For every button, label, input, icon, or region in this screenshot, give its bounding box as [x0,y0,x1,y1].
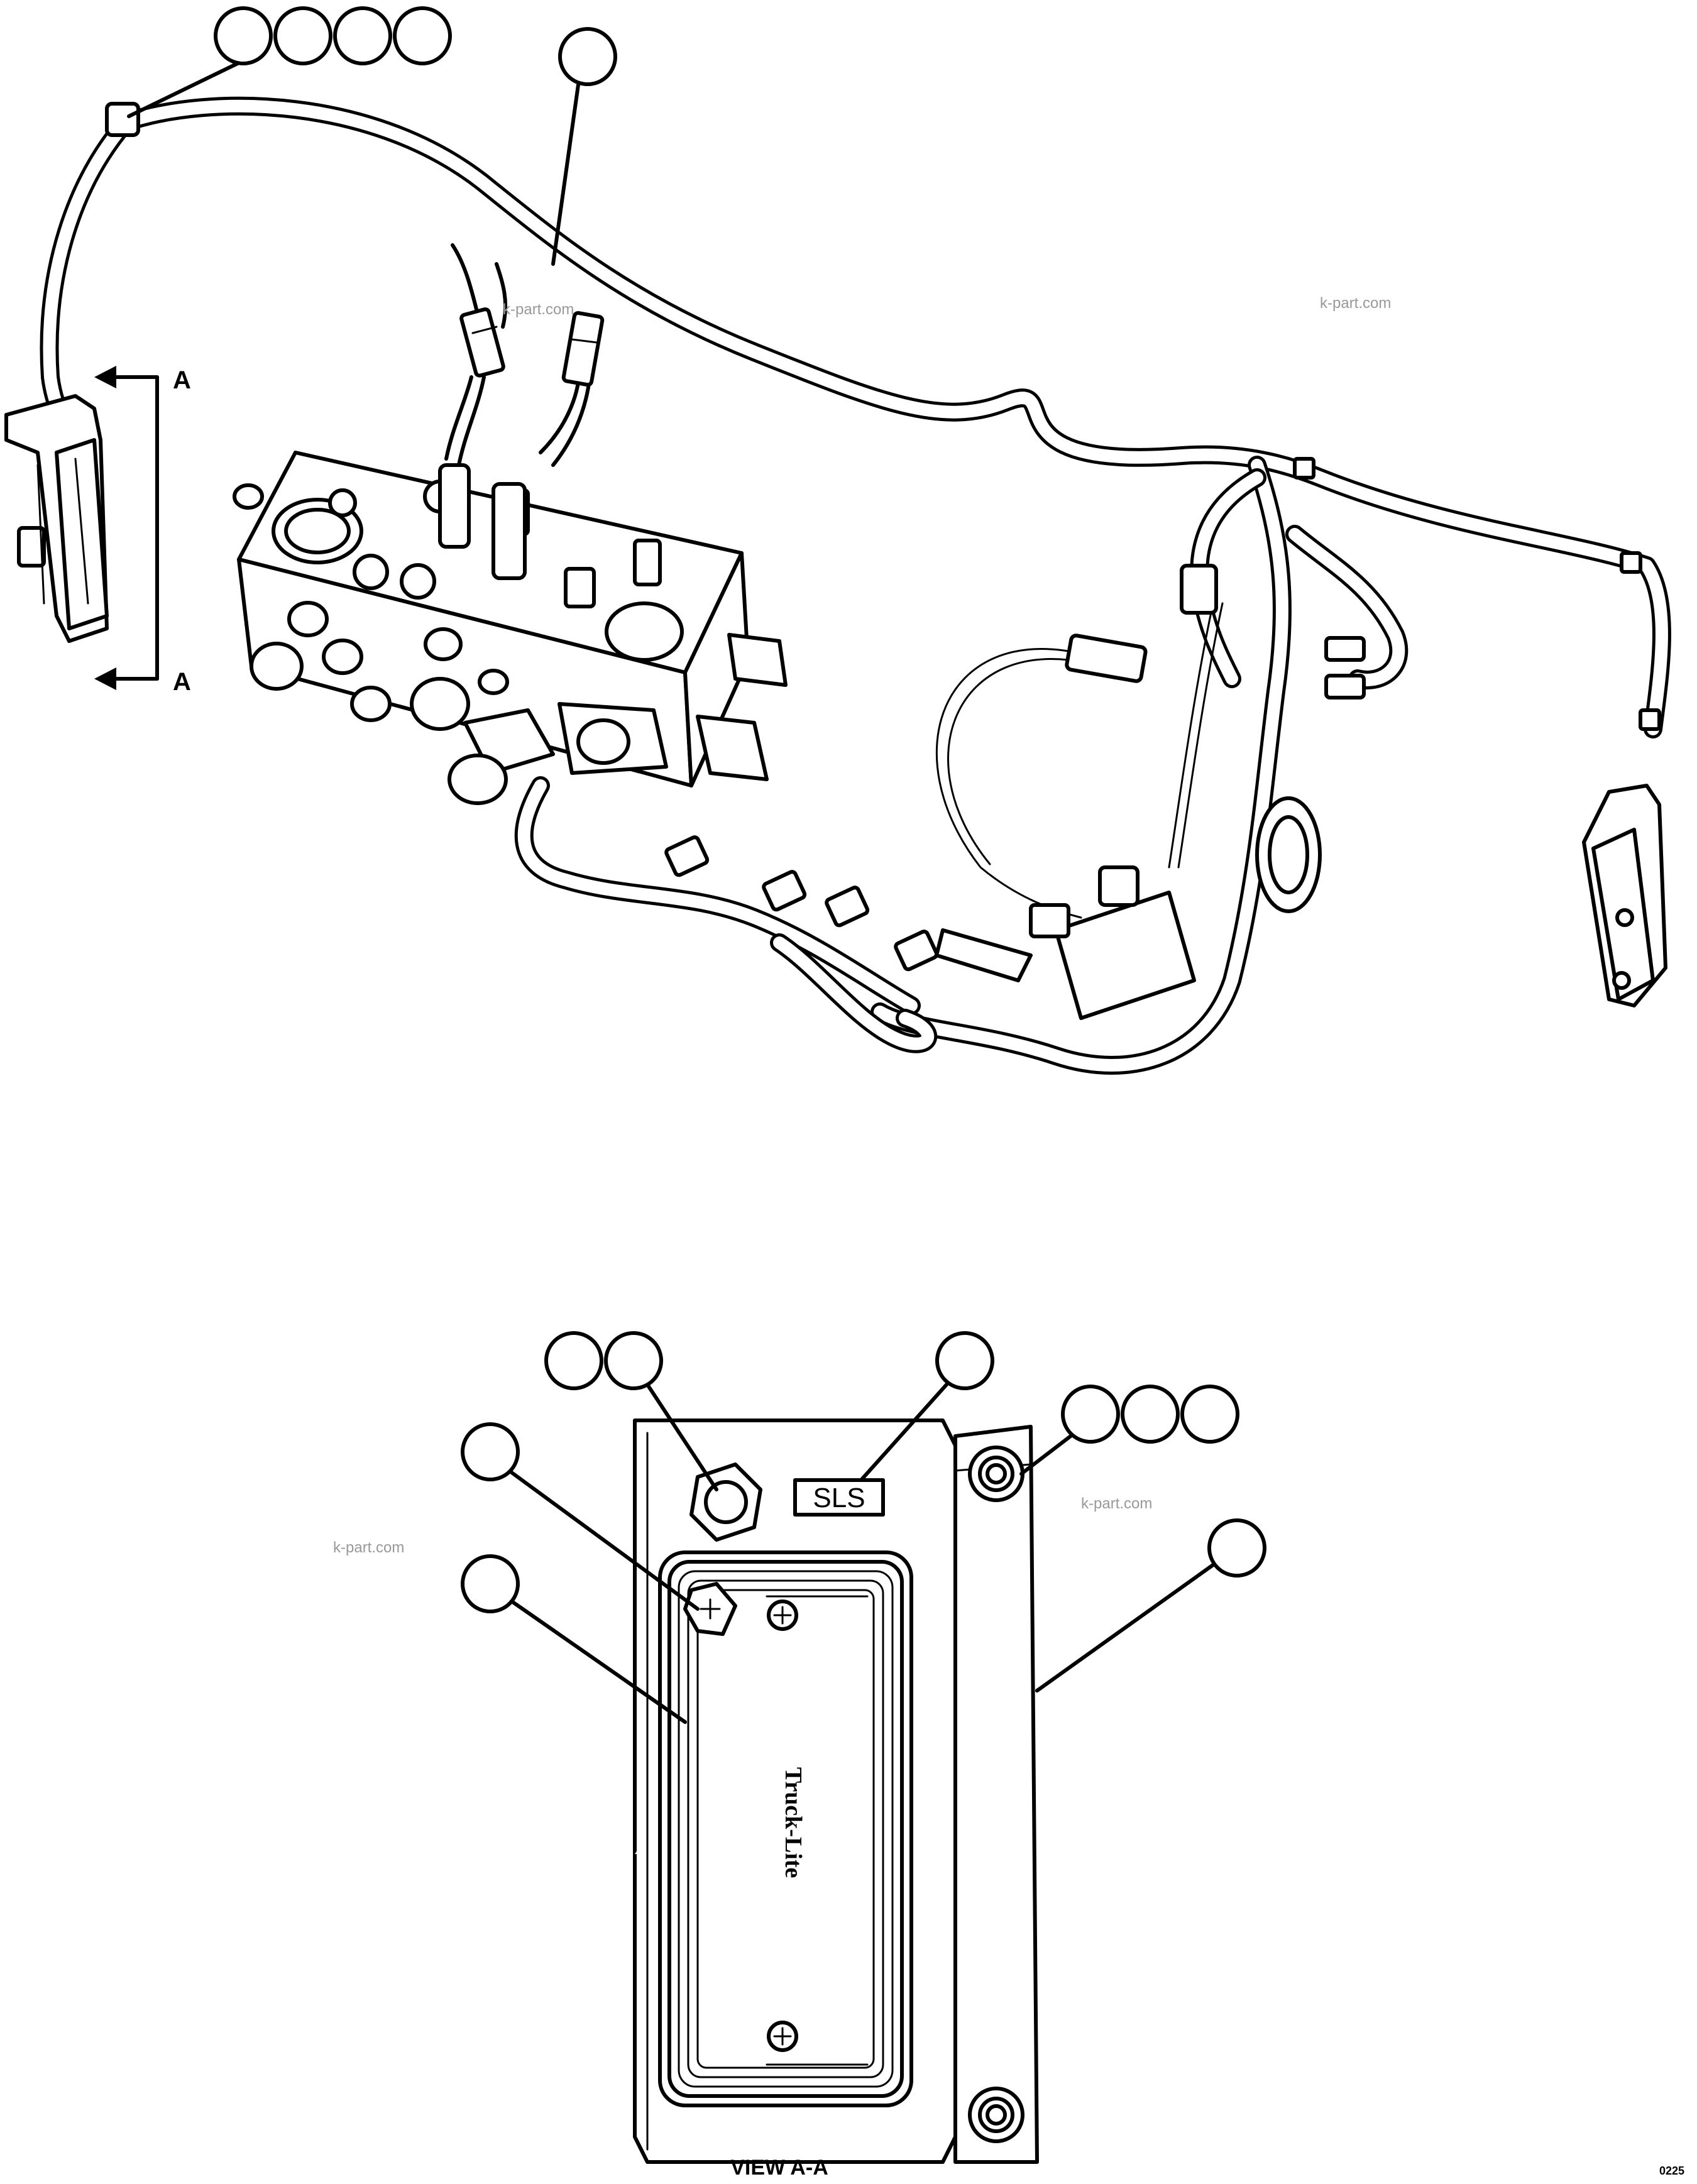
mounting-bolt-top [968,1446,1024,1502]
brand-logo: Truck-Lite [780,1767,806,1879]
watermark-text: k-part.com [333,1539,404,1556]
sls-tag-label: SLS [813,1483,865,1513]
callout-balloon [1207,1518,1266,1578]
section-indicator: A A [94,366,191,696]
callout-balloon [1061,1385,1120,1444]
view-title: VIEW A-A [730,2156,828,2180]
harness-connectors-lower [664,564,1366,972]
callout-balloon [333,6,392,65]
pressure-switch-assembly [935,796,1322,1020]
callout-balloon [273,6,332,65]
section-arrow-top [94,366,116,388]
callout-balloon [935,1331,994,1390]
callouts-view [461,1331,1266,1613]
callout-balloon [604,1331,663,1390]
callout-balloon [558,27,617,86]
leader-lines [507,1359,1215,1724]
section-arrow-bottom [94,667,116,690]
lens-screws [683,1582,798,2052]
callout-balloon [1180,1385,1239,1444]
callout-balloon [461,1554,520,1613]
left-lamp-bracket [4,394,109,643]
mounting-bolt-bottom [968,2087,1024,2143]
wire-harness [40,96,1671,1075]
view-a-a: SLS Truck-Lite [333,1331,1684,2180]
mounting-bolts [968,1446,1024,2143]
callout-balloon [1121,1385,1180,1444]
connector-pair-upper [459,307,605,387]
callout-balloon [544,1331,603,1390]
watermark-text: k-part.com [503,301,574,318]
callout-balloon [393,6,452,65]
callouts-top [127,6,617,266]
hydraulic-valve-block [233,451,788,805]
right-lamp-bracket [1582,784,1667,1007]
sls-tag: SLS [793,1478,885,1517]
watermark-text: k-part.com [1081,1495,1152,1512]
grommet-nut [689,1462,762,1542]
drawing-code: 0225 [1659,2165,1684,2177]
harness-clamps [105,102,1661,731]
section-letter-top: A [173,366,191,394]
watermark-text: k-part.com [1320,295,1391,312]
callout-balloon [214,6,273,65]
callout-balloon [461,1422,520,1481]
section-letter-bottom: A [173,668,191,696]
harness-assembly-view: A A k-part.com k-part.com [4,6,1671,1075]
lamp-lens [658,1550,913,2107]
